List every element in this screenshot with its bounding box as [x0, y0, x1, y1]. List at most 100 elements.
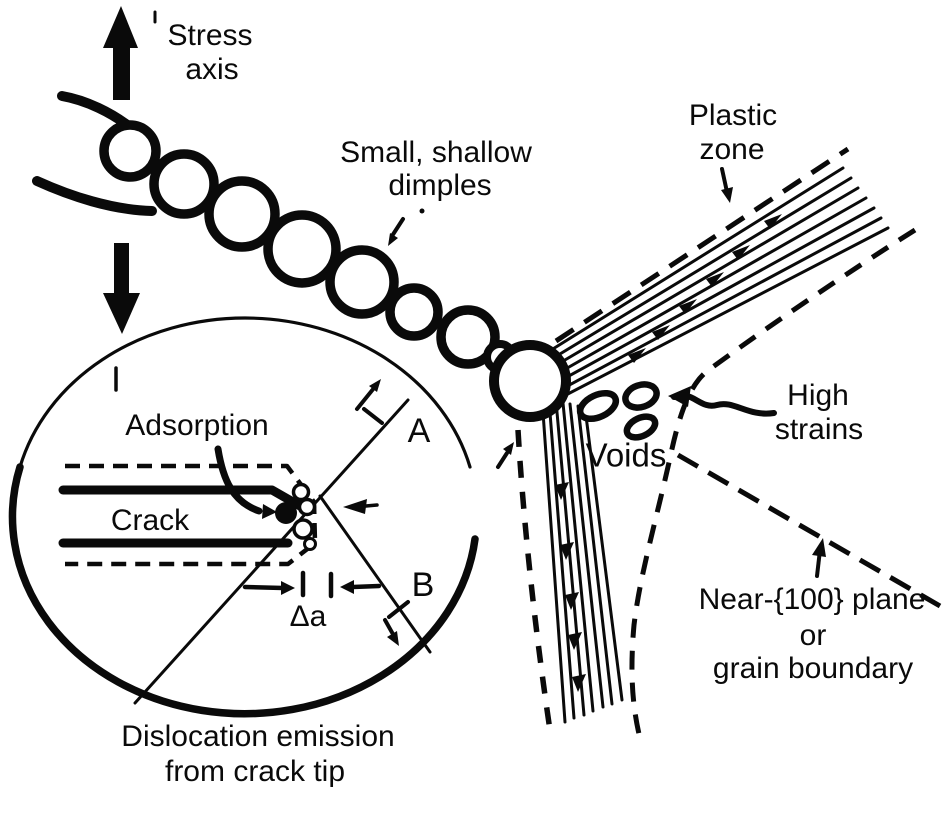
adsorption-pointer: [214, 445, 277, 519]
crack-label: Crack: [110, 504, 190, 537]
dislocation-a-arrowhead-icon: [369, 379, 381, 392]
dimple-lobe: [325, 245, 399, 319]
tip-left-arrow-tail: [364, 503, 379, 508]
voids-label: Voids: [585, 436, 667, 474]
dimple-lobe: [263, 210, 341, 288]
dislocation-b-arrow-shaft: [383, 618, 396, 638]
inset-circle: [8, 316, 479, 718]
crack-geometry: [58, 463, 318, 567]
adsorption-arrow-curve: [214, 445, 263, 515]
stress-axis-label-line1: Stress: [167, 19, 253, 52]
slip-band-line: [540, 396, 567, 724]
dislocation-flag-icon: [555, 482, 569, 500]
dashed-boundaries: [515, 146, 942, 738]
dislocation-b-arrowhead-icon: [387, 631, 399, 646]
plastic-zone-lower-boundary-dashed: [629, 227, 917, 735]
dislocation-flag-icon: [560, 542, 574, 560]
dislocation-emission-label-line1: Dislocation emission: [121, 720, 395, 753]
dislocation-flag-icon: [679, 299, 697, 314]
dimple-lobe: [204, 176, 280, 252]
dislocation-flag-icon: [568, 632, 582, 650]
delta-a-left-arrowhead-icon: [281, 581, 295, 595]
plastic-zone-dislocation-flags: [628, 214, 782, 363]
plastic-zone-upper-boundary-dashed: [554, 146, 850, 344]
fracture-surface-lower-edge: [32, 176, 157, 216]
voids-group: [576, 381, 660, 441]
near-plane-label-line3: grain boundary: [712, 652, 914, 685]
dimple-lobe: [385, 283, 443, 341]
slip-plane-b-label: B: [411, 566, 435, 604]
plastic-zone-arrowhead-icon: [721, 187, 733, 203]
adsorption-arrowhead-icon: [262, 504, 277, 519]
crack-advance-label: Δa: [289, 600, 327, 633]
stress-up-arrow-icon: [103, 6, 138, 100]
slip-band-line: [548, 176, 853, 362]
plastic-zone-band: [546, 166, 890, 399]
slip-plane-b-line: [318, 494, 432, 654]
plastic-zone-arrow-shaft: [720, 167, 729, 194]
stress-axis-label-line2: axis: [185, 53, 239, 86]
slip-plane-a-line: [133, 398, 410, 705]
slip-band-line: [561, 401, 595, 713]
dislocation-flag-icon: [706, 272, 724, 287]
delta-a-left-arrow-shaft: [242, 584, 286, 591]
dimples-arrowhead-icon: [388, 233, 398, 246]
junction-arrowhead-icon: [503, 442, 514, 455]
crack-tip-atoms: [275, 482, 317, 551]
dislocation-flag-icon: [572, 674, 586, 692]
atom-circle: [292, 518, 314, 540]
dislocation-a-tick: [362, 407, 384, 425]
high-strains-arrowhead-icon: [668, 386, 691, 407]
dislocation-flag-icon: [764, 214, 782, 229]
dislocation-b-tick: [387, 600, 410, 619]
plastic-zone-label-line1: Plastic: [688, 99, 778, 132]
slip-band-line: [546, 166, 845, 354]
dislocation-a: [355, 379, 384, 425]
high-strains-label-line2: strains: [774, 413, 864, 446]
slip-band-line: [558, 216, 883, 392]
adsorbed-atom-dot: [275, 502, 297, 524]
void-ellipse: [576, 389, 620, 423]
inset-circle-thin-arc: [18, 316, 472, 469]
slip-band-line: [568, 402, 605, 709]
dimple-lobe: [99, 120, 161, 182]
near-plane-arrowhead-icon: [812, 538, 826, 557]
stress-axis-arrows: [103, 6, 140, 334]
tip-direction-marker: [343, 499, 379, 514]
slip-band-line: [556, 206, 876, 384]
plastic-zone-label-line2: zone: [699, 133, 765, 166]
high-strains-label-line1: High: [787, 379, 849, 412]
dislocation-flag-icon: [732, 245, 750, 260]
dimple-lobe: [149, 149, 219, 219]
speck-dot: [419, 208, 425, 214]
dislocation-emission-label-line2: from crack tip: [164, 755, 346, 788]
tip-left-arrowhead-icon: [343, 499, 367, 514]
near-100-plane-dashed-line: [676, 452, 942, 609]
annotation-arrows: [153, 10, 826, 578]
slip-band-line: [560, 226, 890, 399]
atom-circle: [297, 497, 317, 517]
slip-plane-a-label: A: [407, 412, 431, 450]
dimples-label-line2: dimples: [388, 169, 492, 202]
slip-band-line: [576, 404, 614, 706]
atom-circle: [303, 537, 317, 551]
void-ellipse: [622, 381, 660, 411]
dimples-arrow-shaft: [390, 217, 405, 238]
slip-planes: [133, 398, 432, 705]
vertical-slip-band: [540, 396, 624, 724]
dislocation-b: [383, 600, 410, 646]
junction-arrow-shaft: [496, 451, 509, 469]
void-ellipse: [623, 413, 659, 441]
delta-a-right-arrow-shaft: [350, 583, 382, 590]
stress-down-arrow-icon: [103, 243, 140, 334]
vertical-band-dislocation-flags: [555, 482, 586, 692]
adsorption-label: Adsorption: [125, 409, 269, 442]
dislocation-flag-icon: [565, 592, 579, 610]
dislocation-flag-icon: [628, 348, 646, 363]
crack-advance-measure: [242, 570, 382, 599]
slip-band-line: [553, 196, 868, 377]
inset-circle-thick-arc: [8, 463, 479, 718]
atom-circle: [291, 482, 311, 502]
